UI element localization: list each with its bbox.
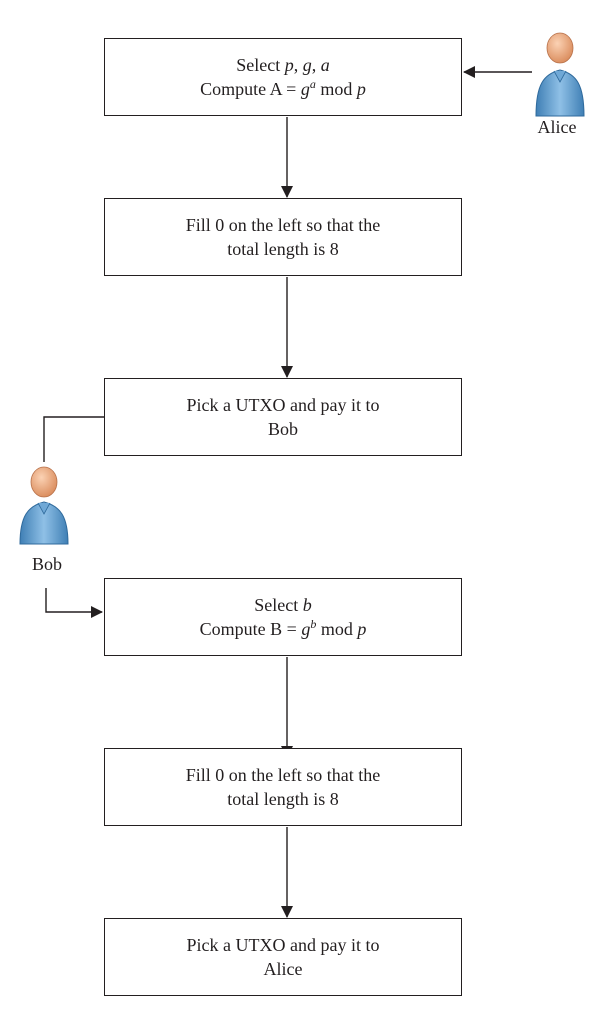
step5-line2: total length is 8 [227, 789, 339, 809]
step4-line2: Compute B = gb mod p [199, 617, 367, 639]
step6-line1: Pick a UTXO and pay it to [186, 935, 380, 955]
alice-label: Alice [537, 117, 577, 137]
step5-line1: Fill 0 on the left so that the [185, 765, 381, 785]
step1-line1: Select p, g, a [236, 55, 330, 75]
bob-person-icon [19, 466, 69, 545]
bob-to-step4-arrow [45, 588, 103, 618]
step3-line2: Bob [267, 419, 298, 439]
step6-box: Pick a UTXO and pay it to Alice [104, 918, 462, 996]
step1-line2: Compute A = ga mod p [200, 77, 366, 99]
step2-box: Fill 0 on the left so that the total len… [104, 198, 462, 276]
step2-line2: total length is 8 [227, 239, 339, 259]
step4-box: Select b Compute B = gb mod p [104, 578, 462, 656]
step6-line2: Alice [263, 959, 303, 979]
step1-box: Select p, g, a Compute A = ga mod p [104, 38, 462, 116]
step3-to-bob-connector [43, 416, 104, 462]
bob-label: Bob [31, 554, 62, 574]
step3-box: Pick a UTXO and pay it to Bob [104, 378, 462, 456]
step5-box: Fill 0 on the left so that the total len… [104, 748, 462, 826]
step3-line1: Pick a UTXO and pay it to [186, 395, 380, 415]
alice-person-icon [535, 32, 585, 117]
step2-line1: Fill 0 on the left so that the [185, 215, 381, 235]
step4-line1: Select b [254, 595, 312, 615]
